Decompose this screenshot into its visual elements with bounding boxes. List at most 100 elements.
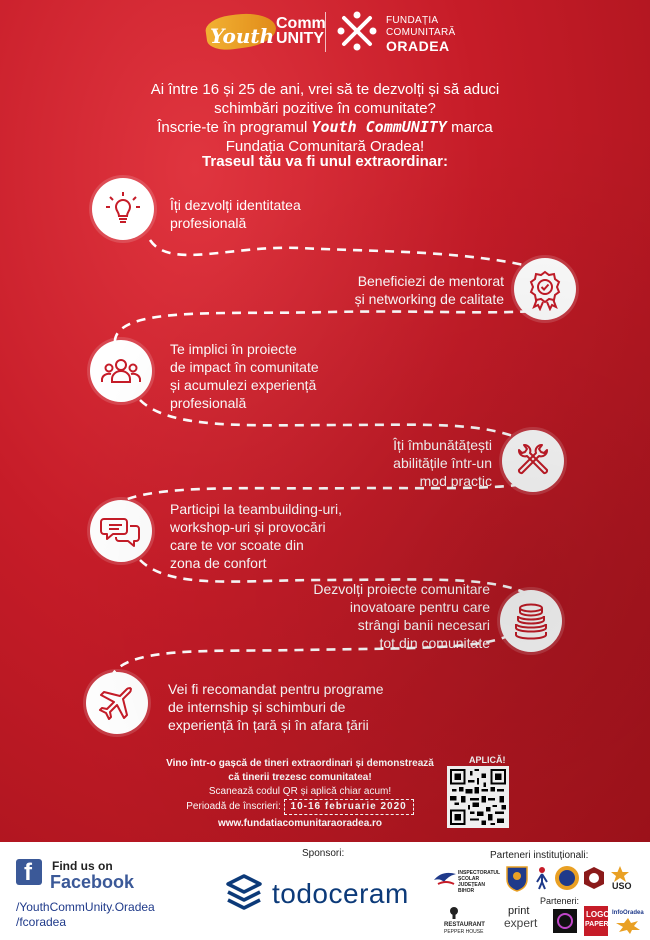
intro-text: Ai între 16 și 25 de ani, vrei să te dez… <box>100 80 550 156</box>
step-7-line-3: experiență în țară și în afara țării <box>168 717 369 733</box>
people-group-icon <box>101 359 141 383</box>
airplane-icon <box>99 687 132 720</box>
step-6-line-3: strângi banii necesari <box>357 617 490 633</box>
step-5-icon-circle <box>90 500 152 562</box>
institutional-partners-logos: INSPECTORATUL ȘCOLAR JUDEȚEAN BIHOR USO <box>432 864 642 894</box>
cta-line-3: Scanează codul QR și aplică chiar acum! <box>208 786 392 797</box>
enrollment-period-dates: 10-16 februarie 2020 <box>283 799 414 815</box>
step-4-icon-circle <box>502 430 564 492</box>
uso-star-icon <box>611 866 629 882</box>
apply-label: APLICĂ! <box>469 755 506 765</box>
step-7-icon-circle <box>86 672 148 734</box>
step-1-line-1: Îți dezvolți identitatea <box>170 197 301 213</box>
pepper-house-text: PEPPER HOUSE <box>444 929 484 935</box>
comm-logo-word: Comm <box>276 15 326 32</box>
facebook-label: Facebook <box>50 872 135 892</box>
club-badge-icon <box>584 867 604 889</box>
uso-text: USO <box>612 881 632 891</box>
step-3-text: Te implici în proiecte de impact în comu… <box>170 340 319 412</box>
step-3-line-3: și acumulezi experiență <box>170 377 317 393</box>
step-3-icon-circle <box>90 340 152 402</box>
fco-line3: ORADEA <box>386 38 450 54</box>
step-6-line-2: inovatoare pentru care <box>349 599 490 615</box>
facebook-link-fcoradea[interactable]: /fcoradea <box>16 915 67 929</box>
intro-line-2: schimbări pozitive în comunitate? <box>214 100 436 117</box>
step-6-text: Dezvolți proiecte comunitare inovatoare … <box>270 580 490 652</box>
step-1-icon-circle <box>92 178 154 240</box>
community-logo-text: Comm UNITY <box>276 15 326 47</box>
logo-paper-badge: LOGO PAPER <box>584 906 610 936</box>
call-to-action: Vino într-o gașcă de tineri extraordinar… <box>150 757 450 831</box>
bird-logo-icon <box>434 872 456 885</box>
step-3-line-1: Te implici în proiecte <box>170 341 297 357</box>
enrollment-period-label: Perioadă de înscrieri: <box>186 801 281 812</box>
award-badge-icon <box>529 270 561 311</box>
restaurant-text: RESTAURANT <box>444 922 485 928</box>
keyhole-icon <box>450 907 458 919</box>
coins-icon <box>515 603 547 640</box>
fco-logo-text: FUNDAȚIA COMUNITARĂ ORADEA <box>386 15 456 54</box>
info-oradea-text: InfoOradea <box>612 910 644 916</box>
step-5-text: Participi la teambuilding-uri, workshop-… <box>170 500 342 572</box>
step-2-line-1: Beneficiezi de mentorat <box>357 273 504 289</box>
institution-crest-icon <box>506 866 528 892</box>
step-5-line-2: workshop-uri și provocări <box>170 519 326 535</box>
intro-line-3-pre: Înscrie-te în programul <box>157 119 312 136</box>
step-7-line-1: Vei fi recomandat pentru programe <box>168 681 384 697</box>
step-2-line-2: și networking de calitate <box>354 291 504 307</box>
step-6-line-1: Dezvolți proiecte comunitare <box>313 581 490 597</box>
step-1-text: Îți dezvolți identitatea profesională <box>170 196 301 232</box>
facebook-find-us: Find us on <box>52 859 113 873</box>
facebook-link-youth-community[interactable]: /YouthCommUnity.Oradea <box>16 900 155 914</box>
intro-line-3-post: marca <box>446 119 493 136</box>
chat-bubbles-icon <box>100 518 140 547</box>
step-7-text: Vei fi recomandat pentru programe de int… <box>168 680 384 734</box>
print-expert-line1: print <box>508 905 530 917</box>
youth-community-logo: Youth Comm UNITY <box>203 6 346 56</box>
step-1-line-2: profesională <box>170 215 247 231</box>
poster-background: Youth Comm UNITY FUNDAȚIA COMUNITARĂ ORA… <box>0 0 650 842</box>
inspectorat-text: INSPECTORATUL ȘCOLAR JUDEȚEAN BIHOR <box>458 870 500 894</box>
dashed-journey-path <box>0 0 650 842</box>
logo-divider <box>325 12 326 52</box>
step-4-text: Îți îmbunătățești abilitățile într-un mo… <box>340 436 492 490</box>
youth-logo-word: Youth <box>210 24 275 48</box>
step-7-line-2: de internship și schimburi de <box>168 699 346 715</box>
step-5-line-3: care te vor scoate din <box>170 537 304 553</box>
sponsors-label: Sponsori: <box>302 848 345 859</box>
qr-code-icon <box>450 769 506 825</box>
step-5-line-1: Participi la teambuilding-uri, <box>170 501 342 517</box>
sport-figure-icon <box>536 867 548 890</box>
cta-line-1: Vino într-o gașcă de tineri extraordinar… <box>166 758 434 769</box>
step-5-line-4: zona de confort <box>170 555 267 571</box>
tools-icon <box>517 444 549 475</box>
facebook-icon[interactable]: f <box>16 859 42 886</box>
step-2-icon-circle <box>514 258 576 320</box>
step-4-line-2: abilitățile într-un <box>393 455 492 471</box>
todoceram-logo-icon <box>226 874 262 910</box>
partners-label: Parteneri: <box>540 896 580 906</box>
unity-logo-word: UNITY <box>276 30 324 47</box>
sponsor-todoceram: todoceram <box>272 878 409 909</box>
cinema-logo-icon <box>553 909 577 933</box>
journey-heading: Traseul tău va fi unul extraordinar: <box>202 153 448 170</box>
intro-line-4: Fundația Comunitară Oradea! <box>225 138 425 155</box>
program-brand-name: Youth CommUNITY <box>311 118 447 136</box>
cta-line-2: că tinerii trezesc comunitatea! <box>228 772 372 783</box>
partners-logos: RESTAURANT PEPPER HOUSE print expert LOG… <box>440 906 650 938</box>
website-link[interactable]: www.fundatiacomunitaraoradea.ro <box>217 818 383 829</box>
fco-line2: COMUNITARĂ <box>386 27 456 38</box>
step-6-icon-circle <box>500 590 562 652</box>
institutional-partners-label: Parteneri instituționali: <box>490 850 589 861</box>
print-expert-line2: expert <box>504 916 538 930</box>
burst-logo-icon <box>616 918 640 934</box>
intro-line-3: Înscrie-te în programul Youth CommUNITY … <box>100 118 550 137</box>
fco-line1: FUNDAȚIA <box>386 15 439 26</box>
step-3-line-2: de impact în comunitate <box>170 359 319 375</box>
logo-paper-line2: PAPER <box>585 921 609 928</box>
fco-mark-icon <box>337 11 377 51</box>
qr-code[interactable] <box>447 766 509 828</box>
step-4-line-3: mod practic <box>419 473 492 489</box>
footer: f Find us on Facebook /YouthCommUnity.Or… <box>0 842 650 940</box>
logo-paper-line1: LOGO <box>586 910 610 919</box>
